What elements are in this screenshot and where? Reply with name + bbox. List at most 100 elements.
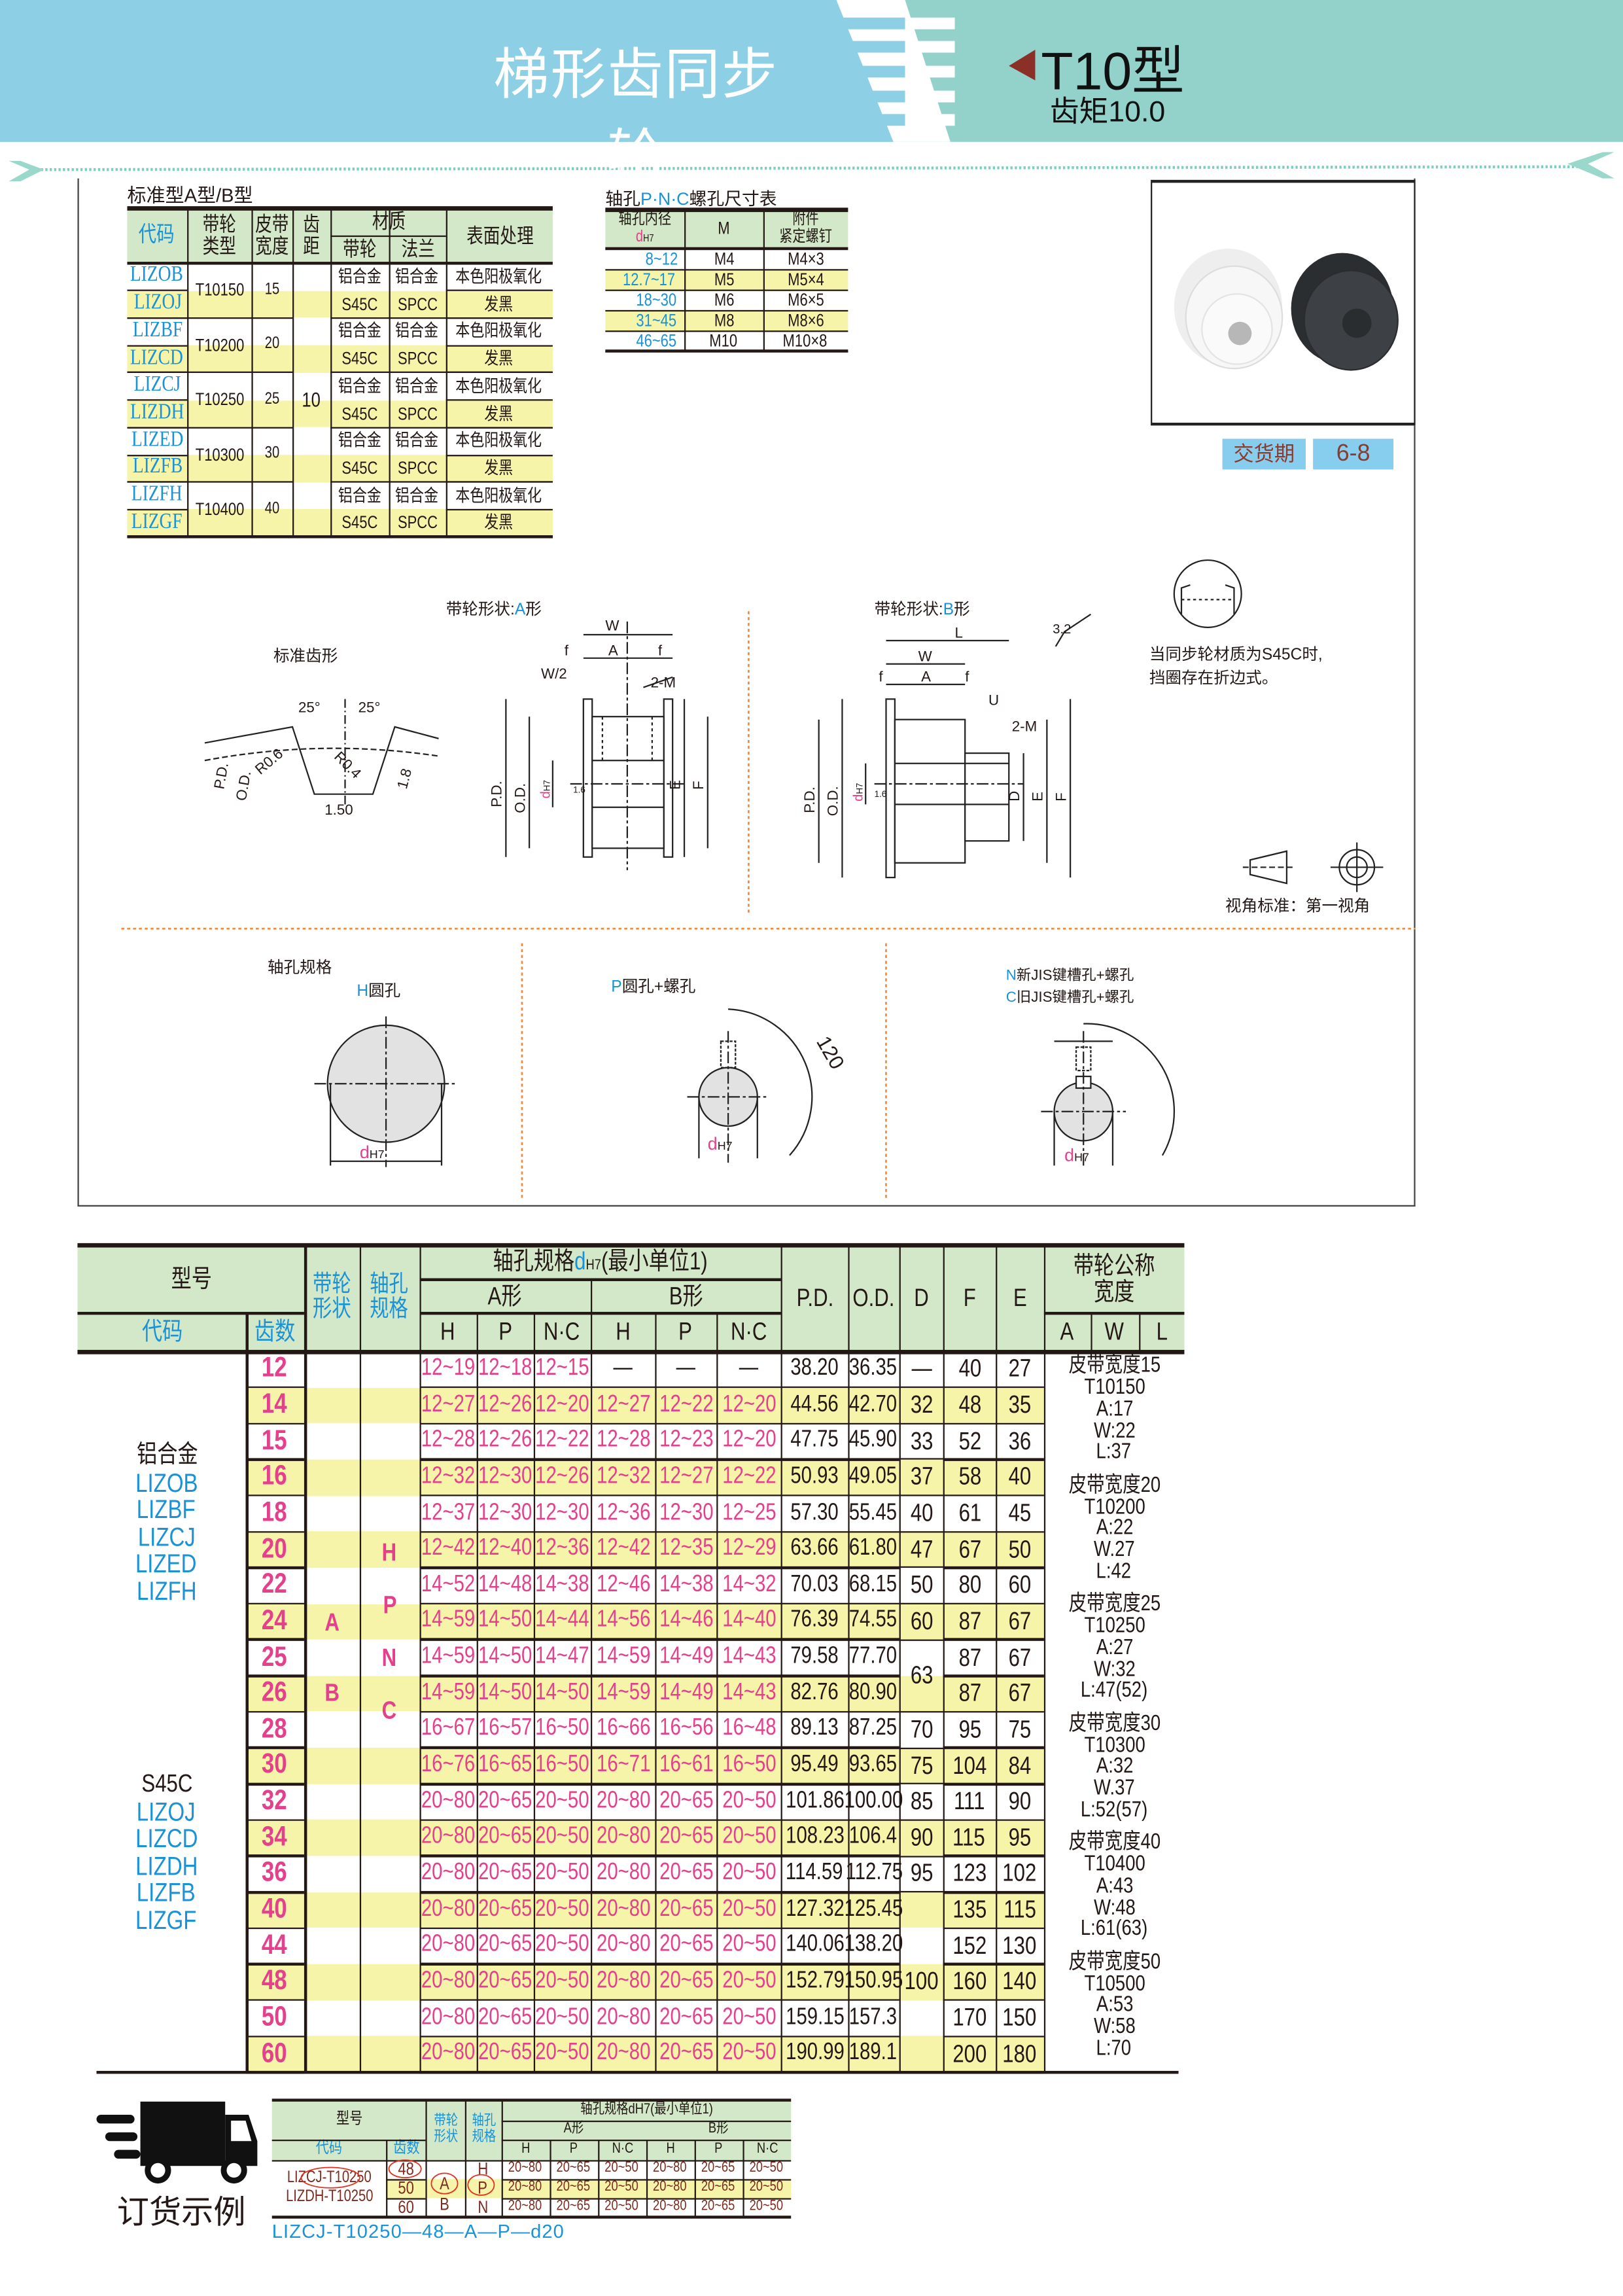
flange-material-cell: SPCC [389, 455, 446, 482]
bore-range-cell-text: 20~50 [535, 1896, 589, 1922]
order-range: 20~65 [550, 2179, 598, 2198]
belt-width-cell-text: 25 [264, 390, 279, 408]
bore-range-cell-text: 20~80 [595, 1932, 650, 1958]
bore-range-cell: 12~26 [477, 1423, 534, 1459]
bore-range-cell: 12~27 [419, 1387, 476, 1423]
bore-range-cell-text: 14~59 [421, 1644, 476, 1669]
code-cell: LIZCD [127, 345, 187, 373]
belt-spec-line-text: L:70 [1096, 2035, 1132, 2060]
code-cell: LIZOJ [127, 291, 187, 318]
dim-a: A [608, 642, 618, 658]
pd-cell-text: 47.75 [790, 1427, 839, 1453]
table-rule [419, 1458, 899, 1461]
table-rule [590, 1279, 593, 2073]
bore-range-cell: 20~65 [477, 1784, 534, 1820]
d-cell: 70 [899, 1712, 943, 1748]
table-rule [943, 1818, 1044, 1822]
bore-label: dH7 [852, 783, 866, 802]
bore-range-cell-text: 20~65 [659, 1860, 713, 1886]
table-rule [716, 1313, 718, 2073]
order-shape: B [425, 2194, 464, 2214]
bore-range-cell: 14~50 [477, 1604, 534, 1640]
header-bore-type-text: N·C [756, 2140, 778, 2157]
m-cell: M4 [684, 249, 763, 269]
od-cell: 42.70 [848, 1387, 899, 1423]
order-range: 20~65 [550, 2198, 598, 2217]
header-shape-a-text: A形 [563, 2121, 584, 2138]
order-range-text: 20~80 [508, 2198, 543, 2215]
bore-range-cell-text: 20~80 [421, 1968, 476, 1994]
bore-range-cell: 20~65 [477, 1964, 534, 2000]
set-screw-cell: M8×6 [763, 310, 848, 330]
bore-range-cell: 12~20 [716, 1387, 780, 1423]
pd-cell-text: 82.76 [790, 1680, 839, 1705]
e-cell: 45 [996, 1496, 1044, 1532]
bore-range-cell: 8~12 [605, 249, 684, 269]
teeth-cell-text: 12 [262, 1353, 288, 1385]
table-rule [533, 1313, 536, 2073]
bore-range-cell: 16~66 [591, 1712, 655, 1748]
header-bore-type: N·C [742, 2140, 791, 2160]
product-code-text: LIZBF [137, 1495, 196, 1525]
bore-range-cell-text: 12~32 [595, 1464, 650, 1489]
f-cell: 160 [943, 1964, 996, 2000]
teeth-cell: 26 [246, 1676, 304, 1712]
belt-spec-line-text: W:48 [1093, 1894, 1136, 1920]
table-rule [245, 1999, 304, 2002]
belt-spec-line: 皮带宽度50 [1044, 1951, 1185, 1973]
header-teeth: 齿数 [386, 2140, 425, 2160]
bore-range-cell-text: 12~37 [421, 1500, 476, 1525]
table-rule [943, 1963, 1044, 1966]
bore-range-cell-text: 12~20 [535, 1391, 589, 1417]
bore-range-cell: 20~50 [534, 1820, 591, 1856]
surface-cell-text: 本色阳极氧化 [456, 321, 543, 342]
row-stripe [245, 1459, 1044, 1496]
belt-spec-line: A:32 [1044, 1755, 1185, 1778]
bore-range-cell: 12~23 [655, 1423, 716, 1459]
pulley-type-cell-text: T10150 [194, 279, 244, 301]
belt-spec-line: W:32 [1044, 1657, 1185, 1680]
shape-letter-a: A [304, 1606, 360, 1641]
bore-range-cell: 20~80 [419, 1784, 476, 1820]
flange-note: 当同步轮材质为S45C时, [1149, 645, 1323, 663]
od-cell-text: 68.15 [849, 1572, 898, 1597]
order-range: 20~80 [502, 2198, 550, 2217]
flange-material-cell-text: 铝合金 [396, 321, 440, 342]
dim-f: f [658, 642, 663, 658]
table-rule [996, 1245, 998, 2073]
header-bore-type-text: P [714, 2140, 723, 2157]
bore-range-cell-text: 14~43 [722, 1680, 776, 1705]
order-range-text: 20~50 [750, 2160, 784, 2177]
code-cell-text: LIZDH [130, 400, 184, 425]
belt-spec-line-text: T10150 [1083, 1375, 1145, 1400]
header-pd: P.D. [781, 1245, 848, 1351]
bore-range-cell-text: 46~65 [637, 330, 677, 351]
teeth-cell-text: 16 [262, 1461, 288, 1492]
header-bore-type-text: P [498, 1318, 512, 1346]
header-pulley-type-text: 带轮 类型 [202, 212, 236, 258]
dim-d: D [1006, 791, 1022, 802]
m-cell-text: M10 [710, 330, 738, 351]
code-cell: LIZBF [127, 318, 187, 345]
table-rule [127, 290, 188, 292]
bore-range-cell: 12~18 [477, 1351, 534, 1387]
teeth-cell-text: 32 [262, 1786, 288, 1817]
pulley-material-cell-text: 铝合金 [338, 485, 381, 506]
belt-spec-line: T10300 [1044, 1734, 1185, 1757]
od-cell: 77.70 [848, 1640, 899, 1676]
bore-range-cell-text: 14~56 [595, 1608, 650, 1633]
belt-width-cell-text: 30 [264, 444, 279, 463]
pulley-material-cell: S45C [330, 455, 389, 482]
header-bore-type-text: N·C [611, 2140, 633, 2157]
e-cell-text: 36 [1008, 1426, 1032, 1455]
pd-cell-text: 89.13 [790, 1716, 839, 1741]
bore-range-cell: 20~65 [655, 2000, 716, 2036]
product-photo [1151, 179, 1416, 426]
f-cell-text: 40 [958, 1354, 981, 1383]
pd-cell-text: 57.30 [790, 1500, 839, 1525]
f-cell: 152 [943, 1928, 996, 1964]
header-bore-type: N·C [716, 1313, 780, 1351]
bore-range-cell-text: 12~42 [595, 1536, 650, 1561]
teeth-cell-text: 15 [262, 1425, 288, 1457]
bore-range-cell-text: 20~50 [722, 2040, 776, 2066]
